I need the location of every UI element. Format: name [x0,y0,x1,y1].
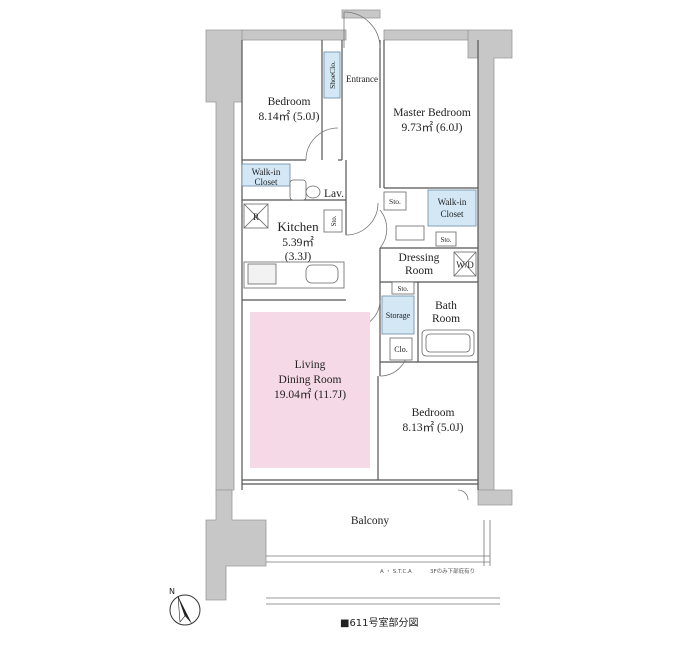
walkin-left-label-1: Walk-in [252,167,281,177]
stove-icon [247,263,277,285]
master-bedroom-area: 9.73㎡ (6.0J) [401,121,462,134]
walkin-left-label-2: Closet [254,177,278,187]
dressing-line1: Dressing [399,252,440,264]
storage-closet [381,295,415,335]
interior-walls [241,40,479,490]
storage-label: Storage [386,311,411,320]
vanity-icon [395,225,425,241]
closets [241,51,477,335]
balcony-rail [266,520,500,605]
unit-caption: ■611号室部分図 [340,616,419,629]
toilet-icon [305,185,321,199]
balcony-name: Balcony [351,515,390,527]
sto-dress-label: Sto. [397,285,408,293]
sto-mid-box [435,231,457,247]
kitchen-area: 5.39㎡ [282,236,314,249]
exterior-walls [205,9,513,601]
bath-line1: Bath [435,300,457,312]
sto-dress-box [391,281,415,295]
living-area: 19.04㎡ (11.7J) [274,388,346,401]
living-dining-floor [250,312,370,468]
lav-label: Lav. [324,188,344,200]
sto-top-box [383,191,407,211]
master-bedroom-name: Master Bedroom [393,107,471,119]
balcony-note: 3Fのみ下部庇有り [430,567,475,575]
living-line2: Dining Room [279,374,342,386]
bedroom-nw-area: 8.14㎡ (5.0J) [258,110,319,123]
sto-top-label: Sto. [389,197,401,206]
shoe-closet [323,51,341,99]
svg-text:N: N [169,587,175,596]
shoe-closet-label: ShoeClo. [328,61,337,89]
fixtures [243,179,477,361]
walkin-right-label-1: Walk-in [438,197,467,207]
kitchen-tatami: (3.3J) [285,251,312,263]
room-labels: Bedroom 8.14㎡ (5.0J) Master Bedroom 9.73… [258,96,470,527]
bedroom-nw-name: Bedroom [268,96,311,108]
dressing-line2: Room [405,265,433,277]
entrance-label: Entrance [346,74,378,84]
lav-sink-icon [289,179,307,201]
fixture-labels: Entrance ShoeClo. Walk-in Closet Walk-in… [252,61,475,354]
balcony-small-note: A ・ S.T.C.A [380,569,412,575]
bedroom-se-name: Bedroom [412,407,455,419]
walkin-closet-right [427,189,477,227]
sto-mid-label: Sto. [440,236,451,244]
living-line1: Living [295,359,326,371]
clo-box [389,337,413,361]
walkin-right-label-2: Closet [440,209,464,219]
bath-line2: Room [432,313,460,325]
sink-icon [305,264,339,284]
clo-label: Clo. [394,345,408,354]
north-arrow-icon: N [169,587,201,626]
bedroom-se-area: 8.13㎡ (5.0J) [402,421,463,434]
sto-kitchen-box [323,209,343,233]
walkin-closet-left [241,163,291,187]
kitchen-name: Kitchen [277,219,319,234]
refrigerator-label: R [253,212,259,222]
sto-kitchen-label: Sto. [330,215,338,226]
washer-label: W/D [456,260,474,270]
